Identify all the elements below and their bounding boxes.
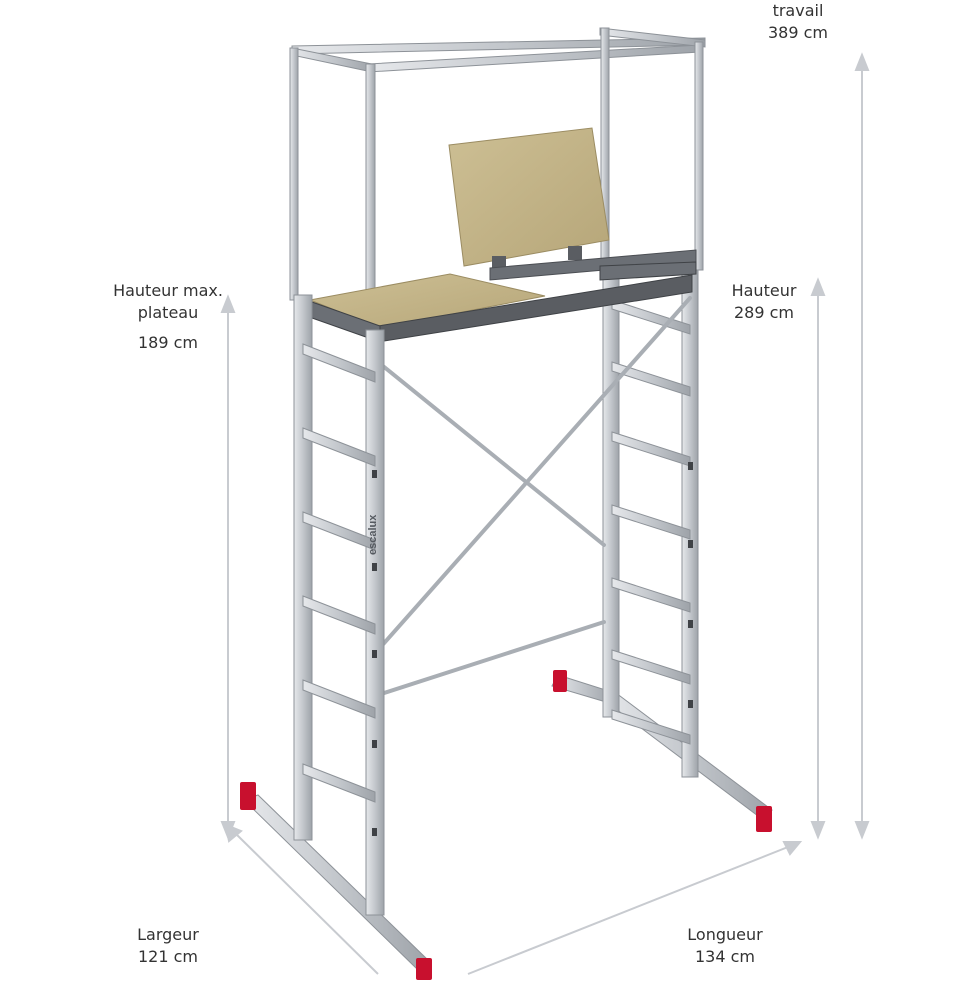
backrest-board xyxy=(448,127,610,270)
horizontal-brace xyxy=(376,620,606,697)
dimension-lines xyxy=(220,52,870,975)
working-height-label-line1: travail xyxy=(772,1,824,20)
height-value: 289 cm xyxy=(733,303,794,322)
rear-ladder-frame xyxy=(551,261,773,832)
platform-height-label-line1: Hauteur max. xyxy=(113,281,223,300)
platform-height-label-line2: plateau xyxy=(137,303,199,322)
length-dimension-line xyxy=(467,841,803,975)
front-rungs xyxy=(302,343,376,803)
cross-brace-1 xyxy=(376,360,606,547)
rear-right-upright xyxy=(681,261,699,778)
cross-braces xyxy=(376,296,692,697)
platform-height-value: 189 cm xyxy=(137,333,198,352)
length-label: Longueur 134 cm xyxy=(670,924,780,968)
front-left-foot xyxy=(240,782,256,810)
width-label: Largeur 121 cm xyxy=(118,924,218,968)
guardrail-back-left-post xyxy=(289,47,299,301)
working-height-value: 389 cm xyxy=(767,23,828,42)
rear-left-foot xyxy=(553,670,567,692)
guardrail-frame xyxy=(289,27,706,445)
upright-holes xyxy=(372,462,693,836)
brand-logo-text: escalux xyxy=(367,514,379,555)
platform-height-dimension-line xyxy=(220,294,236,840)
front-base-rail xyxy=(243,794,431,969)
rear-rungs xyxy=(611,299,691,745)
working-height-dimension-line xyxy=(854,52,870,840)
width-dimension-line xyxy=(224,823,379,975)
front-left-upright xyxy=(293,294,313,841)
cross-brace-2 xyxy=(376,296,692,652)
length-value: 134 cm xyxy=(694,947,755,966)
rear-left-upright xyxy=(602,261,620,718)
height-dimension-line xyxy=(810,277,826,840)
guardrail-front-right-post xyxy=(694,41,704,271)
height-label: Hauteur 289 cm xyxy=(714,280,814,324)
width-value: 121 cm xyxy=(137,947,198,966)
front-ladder-frame xyxy=(240,294,693,980)
front-right-foot xyxy=(416,958,432,980)
width-label-line1: Largeur xyxy=(137,925,199,944)
platform xyxy=(294,249,697,343)
working-height-label: travail 389 cm xyxy=(748,0,848,44)
platform-height-label: Hauteur max. plateau 189 cm xyxy=(100,280,236,354)
length-label-line1: Longueur xyxy=(687,925,763,944)
height-label-line1: Hauteur xyxy=(731,281,797,300)
platform-right-rail xyxy=(599,261,697,281)
rear-right-foot xyxy=(756,806,772,832)
guardrail-right-rail xyxy=(599,27,706,48)
